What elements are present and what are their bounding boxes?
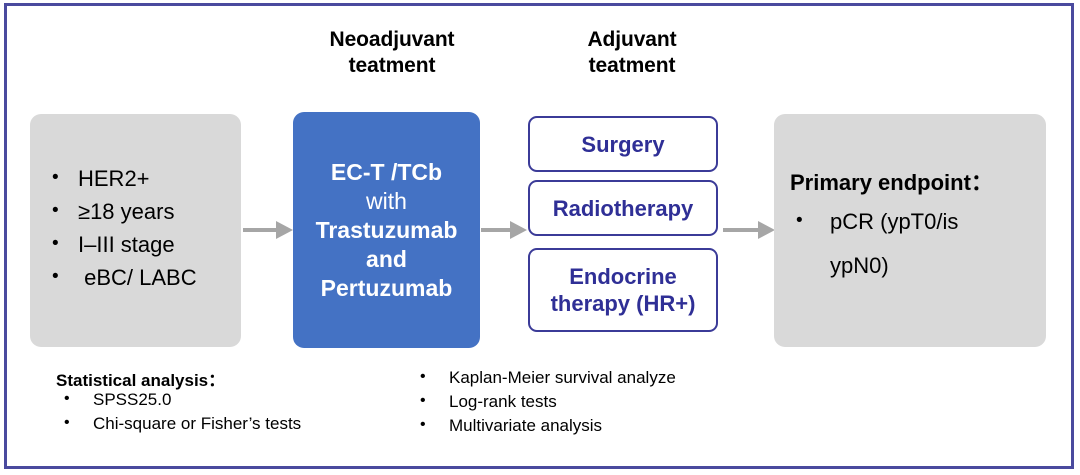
- adjuvant-box-radiotherapy: Radiotherapy: [528, 180, 718, 236]
- arrow-shaft: [723, 228, 758, 232]
- heading-neoadjuvant-treatment: Neoadjuvant teatment: [292, 27, 492, 79]
- list-item: HER2+: [46, 161, 197, 195]
- statistical-analysis-list-right: Kaplan-Meier survival analyze Log-rank t…: [412, 365, 676, 438]
- list-item: Multivariate analysis: [412, 413, 676, 438]
- heading-adjuvant-line1: Adjuvant: [587, 28, 677, 51]
- arrow-head: [758, 221, 775, 239]
- adjuvant-radiotherapy-label: Radiotherapy: [552, 195, 694, 221]
- list-item: Chi-square or Fisher’s tests: [56, 411, 301, 436]
- arrow-population-to-neoadjuvant-icon: [243, 221, 293, 239]
- statistical-analysis-list-left: SPSS25.0 Chi-square or Fisher’s tests: [56, 387, 301, 436]
- arrow-shaft: [243, 228, 276, 232]
- list-item: pCR (ypT0/is: [790, 199, 958, 244]
- statistical-analysis-title: Statistical analysis：: [56, 371, 226, 390]
- neoadjuvant-line-3: Trastuzumab: [315, 216, 458, 243]
- adjuvant-surgery-label: Surgery: [581, 131, 665, 157]
- heading-adjuvant-line2: teatment: [588, 54, 676, 77]
- list-item: Log-rank tests: [412, 389, 676, 414]
- adjuvant-endocrine-label-line1: Endocrine: [569, 264, 677, 289]
- list-item: eBC/ LABC: [46, 260, 197, 294]
- list-item: SPSS25.0: [56, 387, 301, 412]
- primary-endpoint-title: Primary endpoint：: [790, 170, 993, 195]
- arrow-adjuvant-to-endpoint-icon: [723, 221, 775, 239]
- arrow-shaft: [481, 228, 510, 232]
- primary-endpoint-list: pCR (ypT0/is ypN0): [790, 199, 958, 288]
- neoadjuvant-line-2: with: [366, 187, 407, 214]
- neoadjuvant-line-5: Pertuzumab: [320, 274, 453, 301]
- list-item-continuation: ypN0): [830, 253, 889, 278]
- neoadjuvant-line-4: and: [366, 245, 407, 272]
- arrow-neoadjuvant-to-adjuvant-icon: [481, 221, 527, 239]
- adjuvant-box-endocrine-therapy: Endocrine therapy (HR+): [528, 248, 718, 332]
- adjuvant-box-surgery: Surgery: [528, 116, 718, 172]
- arrow-head: [276, 221, 293, 239]
- heading-adjuvant-treatment: Adjuvant teatment: [532, 27, 732, 79]
- list-item: I–III stage: [46, 227, 197, 261]
- list-item: Kaplan-Meier survival analyze: [412, 365, 676, 390]
- heading-neoadjuvant-line2: teatment: [348, 54, 436, 77]
- heading-neoadjuvant-line1: Neoadjuvant: [329, 28, 455, 51]
- neoadjuvant-line-1: EC-T /TCb: [330, 158, 443, 185]
- neoadjuvant-treatment-box: EC-T /TCb with Trastuzumab and Pertuzuma…: [293, 112, 480, 348]
- list-item: ≥18 years: [46, 194, 197, 228]
- adjuvant-endocrine-label-line2: therapy (HR+): [550, 291, 696, 316]
- arrow-head: [510, 221, 527, 239]
- population-criteria-list: HER2+ ≥18 years I–III stage eBC/ LABC: [46, 161, 197, 294]
